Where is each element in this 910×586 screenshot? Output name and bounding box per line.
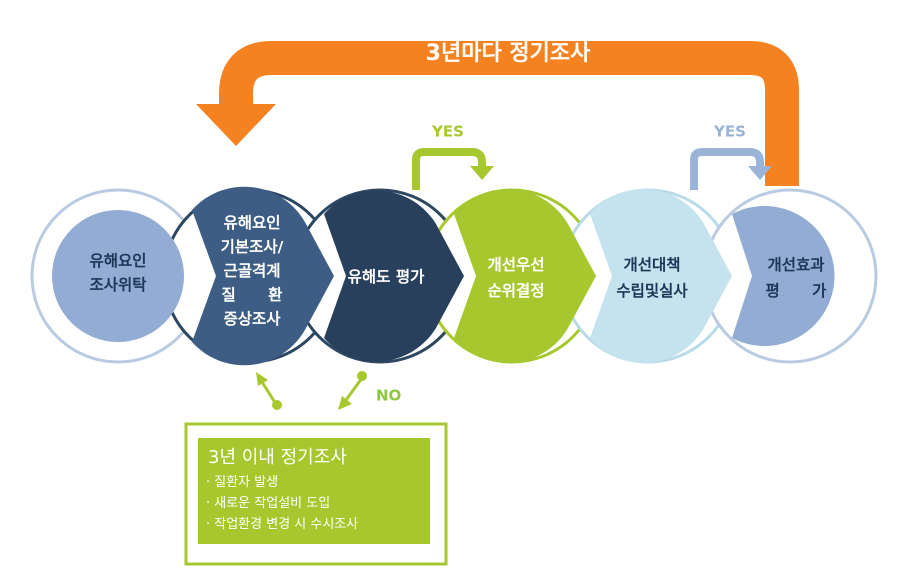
connectors: NO: [256, 371, 401, 410]
connector-left-arrowhead: [256, 372, 268, 386]
step-labels: 유해요인 조사위탁 유해요인 기본조사/ 근골격계 질 환 증상조사 유해도 평…: [89, 214, 827, 328]
connector-left-line: [260, 381, 278, 405]
step-4-line-1: 개선우선: [487, 255, 544, 274]
step-3-shape: [324, 190, 464, 362]
step-3-line-1: 유해도 평가: [348, 268, 425, 286]
step-6-shape: [732, 205, 835, 347]
yes-arrow-blue: YES: [690, 123, 772, 190]
step-5-line-1: 개선대책: [623, 255, 680, 274]
step-1-line-1: 유해요인: [89, 252, 146, 270]
step-2-line-1: 유해요인: [223, 214, 280, 232]
yes-arrow-blue-path: [690, 148, 764, 190]
yes-label-blue: YES: [713, 123, 746, 141]
step-5-line-2: 수립및실사: [616, 281, 688, 300]
connector-no-arrowhead: [338, 396, 352, 410]
top-loop-arrow: 3년마다 정기조사: [196, 41, 799, 186]
no-label: NO: [376, 387, 401, 405]
yes-arrow-green-path: [412, 148, 486, 190]
yes-arrow-green-head: [470, 166, 494, 180]
info-box: 3년 이내 정기조사 · 질환자 발생 · 새로운 작업설비 도입 · 작업환경…: [184, 422, 448, 566]
top-loop-label: 3년마다 정기조사: [426, 41, 591, 66]
step-2-line-3: 근골격계: [223, 261, 280, 280]
info-box-inner: [198, 438, 430, 544]
step-4-line-2: 순위결정: [487, 282, 544, 300]
step-2-line-2: 기본조사/: [221, 238, 284, 256]
top-loop-arrowhead: [196, 104, 276, 146]
info-box-item-1: · 질환자 발생: [206, 475, 278, 490]
step-4-shape: [454, 189, 596, 363]
steps: [52, 186, 835, 366]
connector-left-dot: [272, 400, 282, 410]
connector-no-dot: [357, 371, 367, 381]
info-box-item-2: · 새로운 작업설비 도입: [206, 496, 330, 511]
step-2-line-4: 질 환: [222, 285, 283, 304]
step-5-shape: [590, 189, 732, 363]
connector-no-line: [344, 377, 364, 401]
yes-label-green: YES: [431, 123, 464, 141]
yes-arrow-blue-head: [748, 166, 772, 180]
step-1-shape: [52, 210, 184, 342]
step-6-line-2: 평 가: [766, 282, 828, 300]
step-6-line-1: 개선효과: [767, 255, 825, 274]
step-2-shape: [192, 186, 334, 366]
yes-arrow-green: YES: [412, 123, 494, 190]
step-1-line-2: 조사위탁: [89, 276, 147, 294]
step-2-line-5: 증상조사: [223, 310, 281, 328]
top-loop-band: [219, 41, 799, 186]
info-box-title: 3년 이내 정기조사: [208, 447, 347, 468]
info-box-item-3: · 작업환경 변경 시 수시조사: [206, 517, 358, 532]
